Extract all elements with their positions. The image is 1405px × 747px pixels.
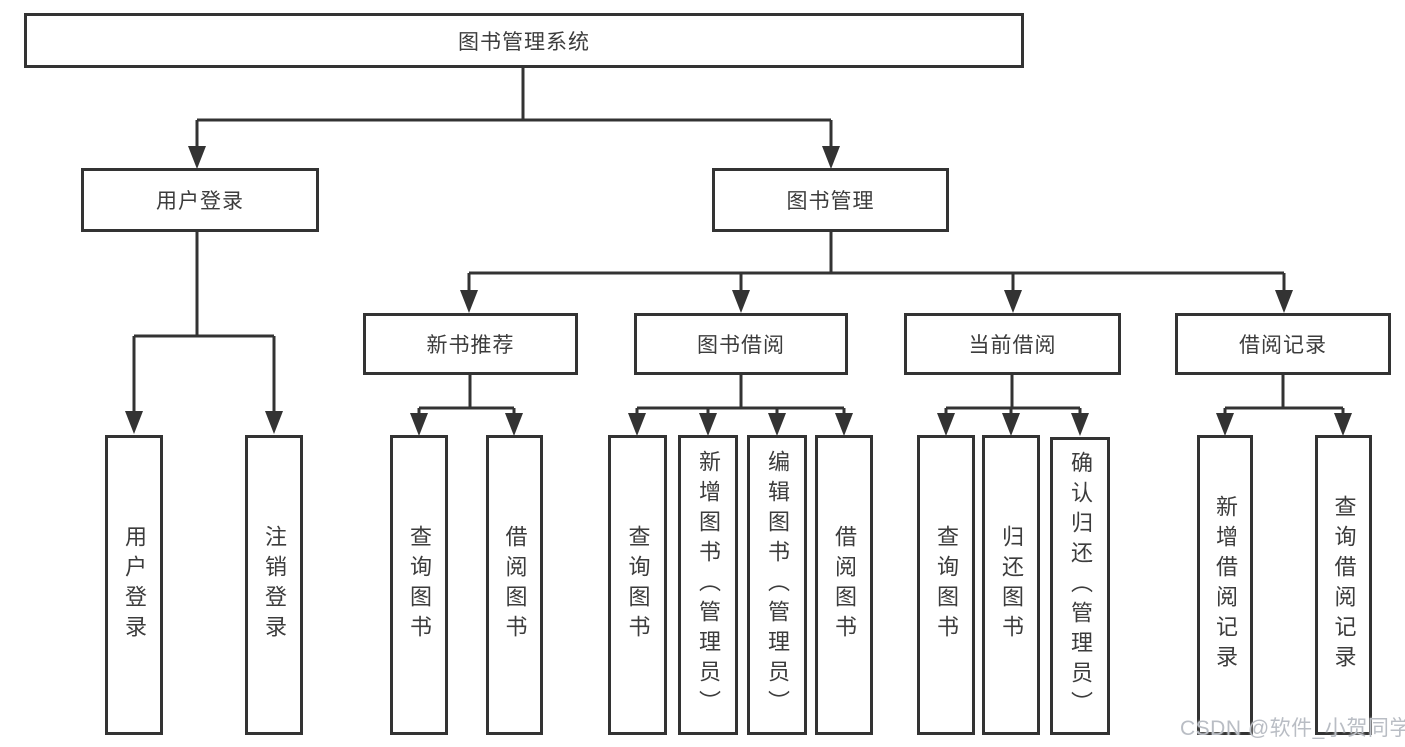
leaf-edit-book-admin: 编辑图书（管理员）	[747, 435, 807, 735]
node-current-borrow-label: 当前借阅	[968, 334, 1057, 357]
leaf-user-login-label: 用户登录	[122, 525, 147, 645]
leaf-add-borrow-record: 新增借阅记录	[1197, 435, 1253, 735]
leaf-borrow-book-newrec: 借阅图书	[486, 435, 543, 735]
edge-root-stem	[195, 68, 833, 147]
edge-current-borrow-stem	[944, 375, 1082, 414]
leaf-query-book-borrow: 查询图书	[608, 435, 667, 735]
leaf-user-login: 用户登录	[105, 435, 163, 735]
leaf-query-book-current-label: 查询图书	[934, 525, 959, 645]
leaf-borrow-book: 借阅图书	[815, 435, 873, 735]
node-book-borrow-label: 图书借阅	[697, 334, 785, 357]
leaf-query-borrow-record-label: 查询借阅记录	[1331, 495, 1357, 675]
leaf-add-book-admin-label: 新增图书（管理员）	[696, 450, 721, 720]
edge-book-borrow-stem	[635, 375, 846, 414]
leaf-query-book-borrow-label: 查询图书	[625, 525, 651, 645]
leaf-edit-book-admin-label: 编辑图书（管理员）	[765, 450, 790, 720]
leaf-logout: 注销登录	[245, 435, 303, 735]
edge-new-book-stem	[417, 375, 516, 414]
leaf-return-book: 归还图书	[982, 435, 1040, 735]
node-new-book-rec: 新书推荐	[363, 313, 578, 375]
edge-user-login-stem	[132, 231, 276, 412]
leaf-return-book-label: 归还图书	[999, 525, 1024, 645]
node-book-mgmt-branch-label: 图书管理	[786, 190, 875, 213]
csdn-watermark: CSDN @软件_小贺同学	[1180, 717, 1405, 740]
node-user-login-branch: 用户登录	[81, 168, 319, 232]
node-root-system-label: 图书管理系统	[458, 30, 590, 54]
node-borrow-record-label: 借阅记录	[1239, 334, 1327, 357]
edge-book-mgmt-stem	[467, 231, 1286, 291]
leaf-add-borrow-record-label: 新增借阅记录	[1213, 495, 1238, 675]
edge-borrow-record-stem	[1223, 375, 1345, 414]
leaf-query-book-newrec-label: 查询图书	[407, 525, 432, 645]
leaf-query-book-current: 查询图书	[917, 435, 975, 735]
node-borrow-record: 借阅记录	[1175, 313, 1391, 375]
leaf-borrow-book-label: 借阅图书	[832, 525, 857, 645]
leaf-confirm-return-admin-label: 确认归还（管理员）	[1068, 451, 1093, 721]
node-book-borrow: 图书借阅	[634, 313, 848, 375]
leaf-query-borrow-record: 查询借阅记录	[1315, 435, 1372, 735]
node-current-borrow: 当前借阅	[904, 313, 1121, 375]
node-new-book-rec-label: 新书推荐	[426, 334, 515, 357]
leaf-logout-label: 注销登录	[262, 525, 287, 645]
leaf-borrow-book-newrec-label: 借阅图书	[502, 525, 528, 645]
leaf-query-book-newrec: 查询图书	[390, 435, 448, 735]
node-book-mgmt-branch: 图书管理	[712, 168, 949, 232]
node-root-system: 图书管理系统	[24, 13, 1024, 68]
leaf-confirm-return-admin: 确认归还（管理员）	[1050, 437, 1110, 735]
node-user-login-branch-label: 用户登录	[156, 190, 244, 213]
leaf-add-book-admin: 新增图书（管理员）	[678, 435, 738, 735]
